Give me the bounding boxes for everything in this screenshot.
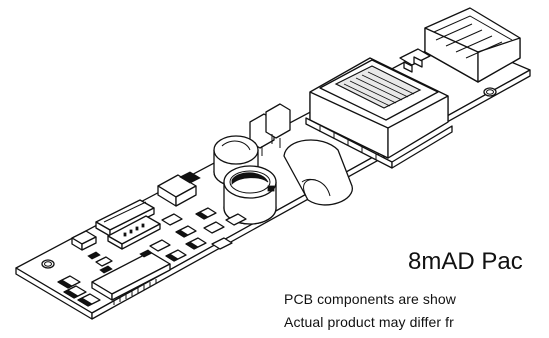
output-header-pins [399, 48, 431, 73]
smd-components [57, 207, 247, 307]
ic-chip-secondary-pins [123, 223, 145, 237]
ic-chip-secondary [107, 215, 161, 250]
transformer-windings [343, 71, 415, 107]
ic-chip-main-pins [113, 279, 157, 305]
caption-line-2: Actual product may differ fr [284, 314, 454, 330]
ic-chip-main [91, 251, 171, 305]
transformer [305, 57, 453, 169]
output-connector [424, 7, 521, 83]
electrolytic-capacitor-lower [223, 165, 277, 225]
trimmer [71, 230, 97, 251]
ceramic-capacitor-outline [283, 139, 353, 206]
caption-title: 8mAD Pac [408, 248, 523, 275]
mounting-hole-right [483, 87, 497, 97]
wire-jumper [303, 179, 317, 197]
smd-inductor [157, 171, 201, 207]
mounting-hole-left [41, 259, 55, 269]
caption-line-1: PCB components are show [284, 291, 456, 307]
